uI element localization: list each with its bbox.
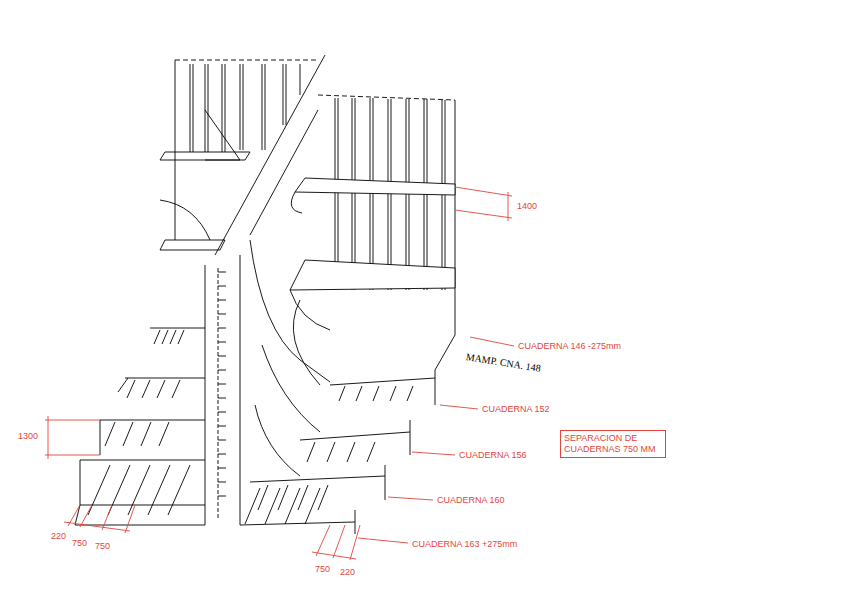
note-text: SEPARACION DE CUADERNAS 750 MM: [564, 433, 660, 455]
note-box: SEPARACION DE CUADERNAS 750 MM: [560, 430, 666, 458]
dimension-label: 750: [95, 541, 110, 552]
dimension-label: 750: [315, 564, 330, 575]
dimension-label: CUADERNA 152: [482, 404, 550, 415]
dimension-label: 220: [340, 567, 355, 578]
dimension-label: CUADERNA 156: [459, 450, 527, 461]
dimension-label: CUADERNA 163 +275mm: [412, 539, 517, 550]
dimension-label: 750: [72, 538, 87, 549]
dimension-label: CUADERNA 160: [437, 495, 505, 506]
dimension-label: 220: [51, 531, 66, 542]
dimension-label: 1300: [18, 431, 38, 442]
structure-lines: [75, 55, 455, 534]
dimension-label: 1400: [517, 201, 537, 212]
dimension-lines: [45, 187, 514, 560]
dimension-label: CUADERNA 146 -275mm: [518, 341, 621, 352]
bulkhead-label: MAMP. CNA. 148: [465, 351, 541, 374]
